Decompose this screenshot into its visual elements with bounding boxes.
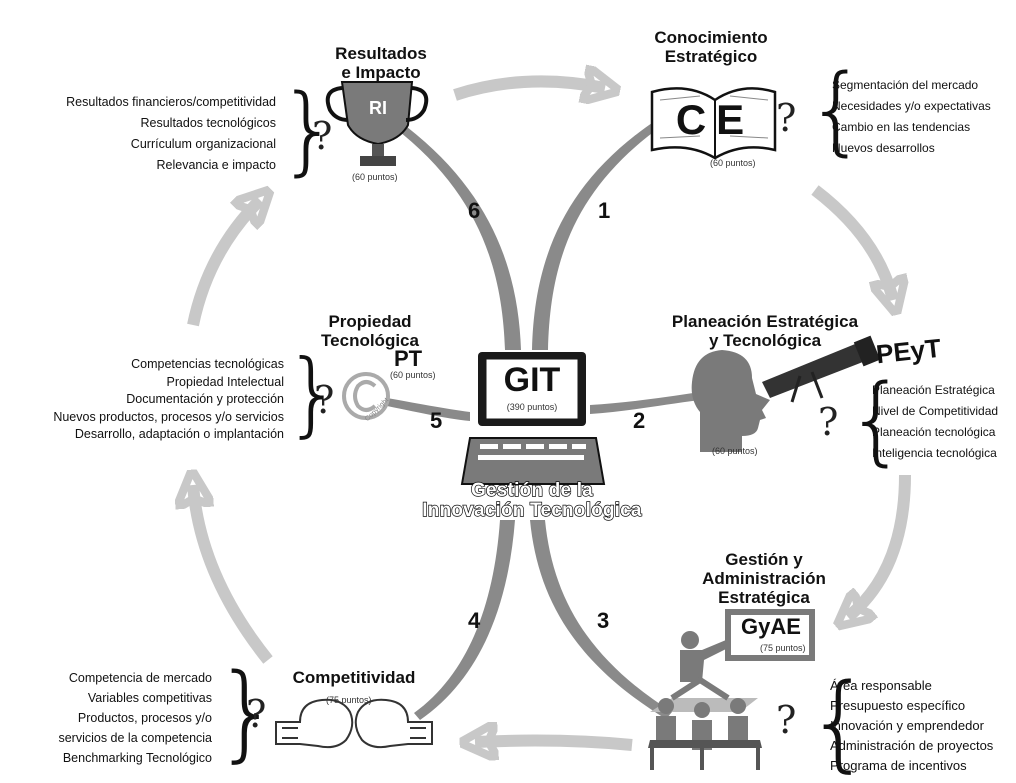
cycle-arrows	[193, 81, 905, 745]
git-name-line2: Innovación Tecnológica	[422, 499, 643, 521]
gyae-items: Área responsable Presupuesto específico …	[830, 676, 993, 776]
git-points: (390 puntos)	[506, 402, 558, 412]
comp-question-mark: ?	[246, 692, 267, 736]
ce-icon-text: CE	[675, 96, 755, 143]
pt-title: Propiedad Tecnológica	[321, 312, 419, 350]
connectors	[365, 105, 700, 720]
arrow-ri-to-ce	[453, 81, 605, 95]
list-item: Desarrollo, adaptación o implantación	[74, 427, 284, 441]
ce-items: Segmentación del mercado Necesidades y/o…	[832, 75, 991, 159]
list-item: Propiedad Intelectual	[166, 374, 284, 389]
ri-title: Resultados e Impacto	[335, 44, 427, 82]
arrow-gyae-to-comp	[475, 741, 633, 745]
list-item: Presupuesto específico	[830, 698, 966, 713]
number-5: 5	[430, 408, 443, 433]
ri-points: (60 puntos)	[352, 172, 398, 182]
pt-acronym: PT	[394, 346, 423, 371]
ce-brace: {	[806, 54, 868, 166]
list-item: Planeación tecnológica	[872, 425, 996, 439]
pt-items: Competencias tecnológicas Propiedad Inte…	[0, 356, 284, 444]
ri-brace: }	[278, 74, 340, 186]
connector-2	[590, 392, 700, 414]
list-item: Segmentación del mercado	[832, 78, 979, 92]
list-item: Competencia de mercado	[68, 671, 212, 685]
boxing-gloves-icon	[275, 698, 433, 749]
number-4: 4	[468, 608, 481, 633]
list-item: Resultados financieros/competitividad	[66, 95, 276, 109]
connector-3	[530, 520, 672, 719]
gyae-question-mark: ?	[776, 698, 797, 742]
gyae-points: (75 puntos)	[760, 643, 806, 653]
list-item: Inteligencia tecnológica	[872, 446, 997, 460]
book-icon	[650, 87, 777, 160]
list-item: Benchmarking Tecnológico	[62, 751, 212, 765]
ce-points: (60 puntos)	[710, 158, 756, 168]
list-item: Relevancia e impacto	[156, 158, 276, 172]
number-6: 6	[468, 198, 481, 223]
list-item: Área responsable	[830, 678, 932, 693]
peyt-title: Planeación Estratégica y Tecnológica	[671, 312, 859, 350]
list-item: Productos, procesos y/o	[77, 711, 212, 725]
ce-title: Conocimiento Estratégico	[654, 28, 768, 66]
ce-question-mark: ?	[776, 96, 797, 140]
list-item: Necesidades y/o expectativas	[832, 99, 991, 113]
comp-items: Competencia de mercado Variables competi…	[0, 668, 212, 768]
head-telescope-icon	[691, 335, 881, 452]
arrow-ce-to-peyt	[811, 185, 893, 300]
git-acronym: GIT	[503, 361, 561, 399]
list-item: Administración de proyectos	[830, 738, 994, 753]
connector-5	[365, 394, 470, 421]
connector-1	[532, 115, 670, 350]
connector-4	[414, 520, 515, 720]
ri-icon-text: RI	[369, 98, 387, 118]
list-item: Nivel de Competitividad	[872, 404, 999, 418]
connector-6	[370, 105, 521, 350]
list-item: Nuevos desarrollos	[832, 141, 935, 155]
list-item: Documentación y protección	[126, 392, 284, 406]
pt-brace: }	[284, 340, 343, 447]
list-item: Competencias tecnológicas	[131, 357, 284, 371]
list-item: Planeación Estratégica	[872, 383, 995, 397]
copyright-icon	[342, 372, 390, 420]
computer-icon	[460, 352, 606, 485]
comp-title: Competitividad	[292, 668, 416, 687]
classroom-icon	[648, 609, 815, 770]
peyt-brace: {	[846, 364, 908, 476]
peyt-question-mark: ?	[818, 400, 839, 444]
gyae-title: Gestión y Administración Estratégica	[702, 550, 826, 607]
arrow-pt-to-ri	[187, 200, 260, 327]
number-3: 3	[597, 608, 610, 633]
git-name-line1: Gestión de la	[470, 479, 593, 501]
ri-items: Resultados financieros/competitividad Re…	[0, 92, 276, 176]
trophy-icon	[325, 81, 429, 166]
gyae-acronym: GyAE	[741, 614, 801, 639]
pt-points: (60 puntos)	[390, 370, 436, 380]
list-item: Innovación y emprendedor	[830, 718, 984, 733]
list-item: Currículum organizacional	[130, 137, 276, 151]
list-item: Cambio en las tendencias	[832, 120, 971, 134]
list-item: servicios de la competencia	[58, 731, 212, 745]
list-item: Variables competitivas	[87, 691, 212, 705]
pt-question-mark: ?	[314, 378, 335, 422]
number-2: 2	[633, 408, 646, 433]
comp-points: (75 puntos)	[326, 695, 372, 705]
list-item: Nuevos productos, procesos y/o servicios	[53, 409, 284, 424]
peyt-points: (60 puntos)	[712, 446, 758, 456]
ri-question-mark: ?	[312, 114, 333, 158]
peyt-items: Planeación Estratégica Nivel de Competit…	[872, 380, 998, 464]
list-item: Programa de incentivos	[830, 758, 967, 773]
comp-brace: }	[214, 651, 281, 773]
list-item: Resultados tecnológicos	[140, 116, 277, 130]
arrow-comp-to-pt	[193, 485, 273, 664]
gyae-brace: {	[806, 661, 873, 783]
arrow-peyt-to-gyae	[848, 474, 911, 617]
number-1: 1	[598, 198, 611, 223]
